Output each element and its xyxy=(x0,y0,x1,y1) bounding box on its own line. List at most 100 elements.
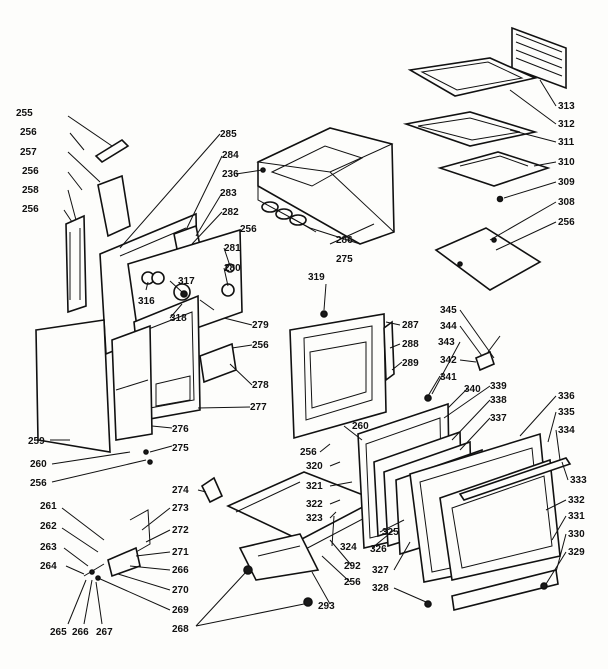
bracket-274 xyxy=(200,476,224,504)
screw-341 xyxy=(424,394,432,402)
label-268: 268 xyxy=(172,624,189,635)
door-frame-287 xyxy=(289,313,387,440)
label-260: 260 xyxy=(352,421,369,432)
label-255: 255 xyxy=(16,108,33,119)
label-278: 278 xyxy=(252,380,269,391)
label-256: 256 xyxy=(558,217,575,228)
label-310: 310 xyxy=(558,157,575,168)
cooktop-275 xyxy=(256,127,395,245)
hinge-342 xyxy=(475,335,501,372)
screw-256-a xyxy=(147,459,153,465)
leader-lines xyxy=(50,79,569,627)
label-317: 317 xyxy=(178,276,195,287)
screw-268-b xyxy=(303,597,313,607)
label-256: 256 xyxy=(240,224,257,235)
label-329: 329 xyxy=(568,547,585,558)
kick-panel-330 xyxy=(451,569,559,611)
label-273: 273 xyxy=(172,503,189,514)
label-331: 331 xyxy=(568,511,585,522)
label-256: 256 xyxy=(30,478,47,489)
label-309: 309 xyxy=(558,177,575,188)
screw-329 xyxy=(540,582,548,590)
drawer-front-293 xyxy=(238,533,320,581)
label-260: 260 xyxy=(30,459,47,470)
label-264: 264 xyxy=(40,561,57,572)
label-259: 259 xyxy=(28,436,45,447)
label-277: 277 xyxy=(250,402,267,413)
handle-255 xyxy=(94,138,130,164)
hinge-288 xyxy=(383,320,395,382)
burner-310 xyxy=(437,151,551,187)
label-334: 334 xyxy=(558,425,575,436)
label-236: 236 xyxy=(222,169,239,180)
label-308: 308 xyxy=(558,197,575,208)
label-256: 256 xyxy=(22,166,39,177)
label-256: 256 xyxy=(300,447,317,458)
screw-328 xyxy=(424,600,432,608)
label-257: 257 xyxy=(20,147,37,158)
label-341: 341 xyxy=(440,372,457,383)
label-271: 271 xyxy=(172,547,189,558)
label-265: 265 xyxy=(50,627,67,638)
label-276: 276 xyxy=(172,424,189,435)
label-256: 256 xyxy=(22,204,39,215)
broiler-pan-insert-311 xyxy=(402,111,539,147)
label-337: 337 xyxy=(490,413,507,424)
label-288: 288 xyxy=(402,339,419,350)
trim-257 xyxy=(97,174,131,238)
label-272: 272 xyxy=(172,525,189,536)
label-338: 338 xyxy=(490,395,507,406)
label-343: 343 xyxy=(438,337,455,348)
side-panel-259 xyxy=(35,319,111,453)
label-269: 269 xyxy=(172,605,189,616)
label-344: 344 xyxy=(440,321,457,332)
label-289: 289 xyxy=(402,358,419,369)
panel-276 xyxy=(111,324,153,441)
label-318: 318 xyxy=(170,313,187,324)
handle-334 xyxy=(458,457,572,501)
label-256: 256 xyxy=(344,577,361,588)
panel-308 xyxy=(434,227,542,291)
label-285: 285 xyxy=(220,129,237,140)
label-327: 327 xyxy=(372,565,389,576)
label-342: 342 xyxy=(440,355,457,366)
label-283: 283 xyxy=(220,188,237,199)
label-261: 261 xyxy=(40,501,57,512)
label-266: 266 xyxy=(72,627,89,638)
label-293: 293 xyxy=(318,601,335,612)
panel-278 xyxy=(199,342,237,384)
label-270: 270 xyxy=(172,585,189,596)
label-279: 279 xyxy=(252,320,269,331)
label-263: 263 xyxy=(40,542,57,553)
label-321: 321 xyxy=(306,481,323,492)
label-292: 292 xyxy=(344,561,361,572)
screw-319 xyxy=(320,310,328,318)
label-345: 345 xyxy=(440,305,457,316)
label-311: 311 xyxy=(558,137,575,148)
label-282: 282 xyxy=(222,207,239,218)
label-313: 313 xyxy=(558,101,575,112)
label-332: 332 xyxy=(568,495,585,506)
label-287: 287 xyxy=(402,320,419,331)
label-335: 335 xyxy=(558,407,575,418)
label-281: 281 xyxy=(224,243,241,254)
label-323: 323 xyxy=(306,513,323,524)
screw-275 xyxy=(143,449,149,455)
label-256: 256 xyxy=(252,340,269,351)
label-340: 340 xyxy=(464,384,481,395)
label-286: 286 xyxy=(336,235,353,246)
label-316: 316 xyxy=(138,296,155,307)
label-267: 267 xyxy=(96,627,113,638)
label-274: 274 xyxy=(172,485,189,496)
label-284: 284 xyxy=(222,150,239,161)
label-258: 258 xyxy=(22,185,39,196)
trim-258 xyxy=(65,214,87,314)
label-319: 319 xyxy=(308,272,325,283)
label-326: 326 xyxy=(370,544,387,555)
label-256: 256 xyxy=(20,127,37,138)
label-325: 325 xyxy=(382,527,399,538)
label-280: 280 xyxy=(224,263,241,274)
label-324: 324 xyxy=(340,542,357,553)
